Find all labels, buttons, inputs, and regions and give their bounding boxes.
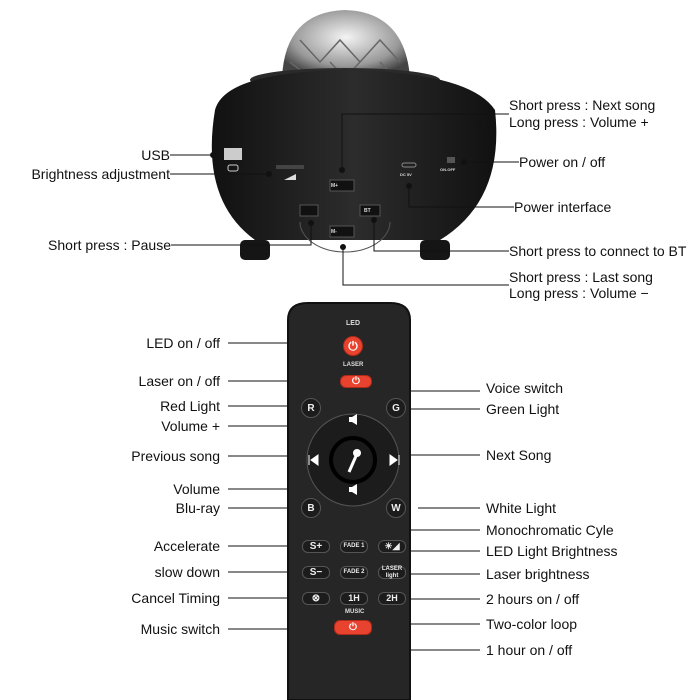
remote-callout-left: Accelerate [153,538,220,554]
dc-label: DC 5V [400,172,412,177]
remote-callout-left: Volume + [161,418,220,434]
led-caption: LED [346,320,360,327]
mode-minus-label: M- [331,229,337,235]
remote-callout-right: White Light [486,500,557,516]
usb-port [224,148,242,160]
bt-label: BT [364,208,371,214]
callout-volume-up: Long press : Volume + [509,114,649,130]
cancel-timing-button[interactable]: ⊗ [302,592,330,605]
callout-power-interface: Power interface [514,199,612,215]
white-light-button[interactable]: W [386,498,406,518]
remote-callout-right: LED Light Brightness [486,543,618,559]
callout-bt: Short press to connect to BT [509,243,687,259]
blu-ray-button[interactable]: B [301,498,321,518]
red-light-button[interactable]: R [301,398,321,418]
green-light-button[interactable]: G [386,398,406,418]
callout-last-song: Short press : Last song [509,269,653,285]
led-brightness-button[interactable]: ☀◢ [378,540,406,553]
projector-body [211,70,497,240]
callout-usb: USB [141,147,170,163]
remote-callout-left: LED on / off [146,335,220,351]
laser-brightness-button[interactable]: LASER light [378,566,406,579]
remote-callout-left: Laser on / off [138,373,220,389]
projector-dome [282,10,410,78]
led-power-button[interactable]: ⏻ [343,336,363,356]
music-power-button[interactable]: ⏻ [334,620,372,635]
fade2-button[interactable]: FADE 2 [340,566,368,579]
callout-lines [170,113,519,651]
callout-volume-down: Long press : Volume − [509,285,649,301]
mode-plus-label: M+ [331,183,339,189]
callout-power: Power on / off [519,154,606,170]
laser-power-button[interactable]: ⏻ [340,375,372,388]
2-hour-button[interactable]: 2H [378,592,406,605]
remote-callout-left: Music switch [140,621,220,637]
projector-device [211,10,497,260]
callout-next-song: Short press : Next song [509,97,656,113]
1-hour-button[interactable]: 1H [340,592,368,605]
remote-callout-left: Blu-ray [175,500,220,516]
fade1-button[interactable]: FADE 1 [340,540,368,553]
remote-callout-left: Cancel Timing [131,590,220,606]
slow-down-button[interactable]: S− [302,566,330,579]
remote-callout-right: Voice switch [486,380,564,396]
remote-callout-left: slow down [154,564,220,580]
music-caption: MUSIC [345,609,365,615]
remote-callout-right: 1 hour on / off [486,642,573,658]
callout-brightness: Brightness adjustment [31,166,170,182]
switch-label: ON-OFF [440,167,456,172]
accelerate-button[interactable]: S+ [302,540,330,553]
remote-callout-right: Green Light [486,401,560,417]
remote-callout-right: Laser brightness [486,566,590,582]
remote-callout-left: Previous song [131,448,220,464]
remote-callout-right: Monochromatic Cyle [486,522,614,538]
remote-callout-left: Volume [173,481,220,497]
remote-callout-right: Two-color loop [486,616,578,632]
callout-pause: Short press : Pause [48,237,171,253]
remote-callout-right: Next Song [486,447,552,463]
remote-callout-right: 2 hours on / off [486,591,580,607]
remote-callout-left: Red Light [160,398,220,414]
laser-caption: LASER [343,362,364,368]
brightness-slider [276,165,304,169]
